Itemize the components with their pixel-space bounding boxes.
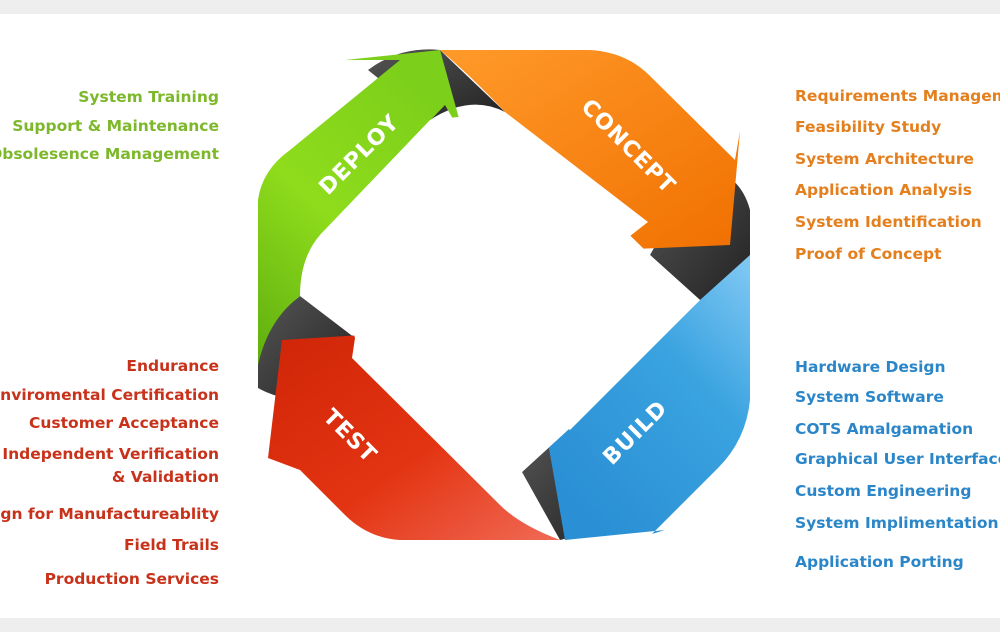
list-item: Independent Verification xyxy=(2,445,219,463)
list-item: Support & Maintenance xyxy=(12,117,219,135)
list-item: Application Porting xyxy=(795,553,964,571)
inner-square xyxy=(320,112,700,472)
list-item: Obsolesence Management xyxy=(0,145,219,163)
list-item: Design for Manufactureablity xyxy=(0,505,219,523)
list-item: Graphical User Interface xyxy=(795,450,1000,468)
test-arrow xyxy=(268,334,560,540)
list-item: & Validation xyxy=(111,468,219,486)
list-item: Production Services xyxy=(44,570,219,588)
build-arrow xyxy=(542,225,750,540)
list-item: System Software xyxy=(795,388,944,406)
deploy-arrow xyxy=(258,50,465,365)
list-item: Proof of Concept xyxy=(795,245,942,263)
list-item: Feasibility Study xyxy=(795,118,942,136)
list-item: COTS Amalgamation xyxy=(795,420,974,438)
list-item: Requirements Management xyxy=(795,87,1000,105)
list-item: System Architecture xyxy=(795,150,974,168)
list-item: System Training xyxy=(78,88,219,106)
concept-arrow xyxy=(440,50,740,250)
list-item: Endurance xyxy=(126,357,219,375)
list-item: Field Trails xyxy=(123,536,219,554)
list-item: Application Analysis xyxy=(795,181,972,199)
list-item: System Implimentation xyxy=(795,514,999,532)
list-item: Hardware Design xyxy=(795,358,946,376)
list-item: Custom Engineering xyxy=(795,482,972,500)
list-item: Customer Acceptance xyxy=(29,414,219,432)
list-item: Enviromental Certification xyxy=(0,386,219,404)
list-item: System Identification xyxy=(795,213,982,231)
